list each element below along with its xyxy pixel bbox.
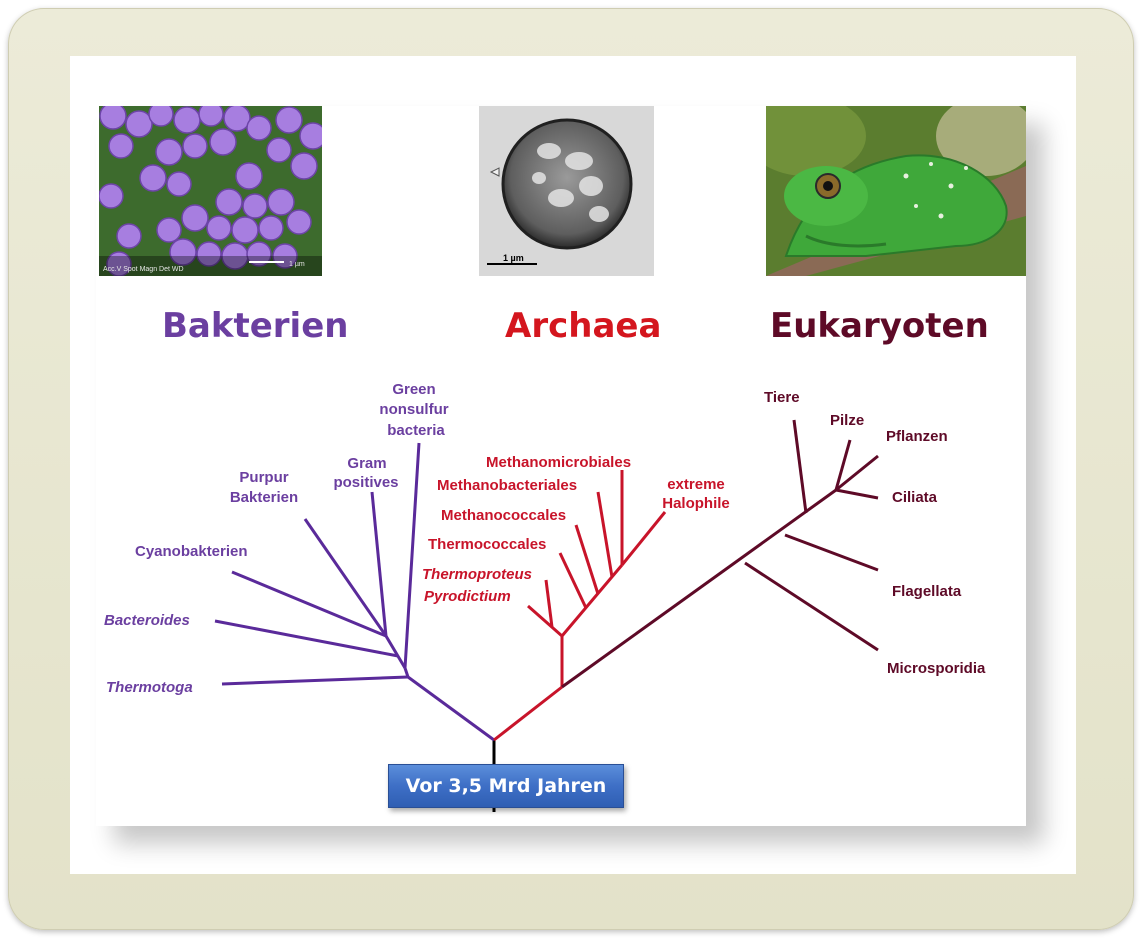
label-pilze: Pilze	[830, 412, 864, 429]
branch-flagellata	[784, 533, 879, 572]
domain-title-bacteria: Bakterien	[162, 306, 349, 346]
branch-green-nonsulfur	[403, 442, 421, 669]
branch-tiere	[792, 419, 808, 514]
branch-pyrodictium	[527, 604, 563, 638]
branch-pilze	[834, 439, 852, 491]
bacteria-scalebar: 1 µm	[289, 261, 305, 268]
branch-archaea-trunk	[493, 685, 563, 742]
label-pflanzen: Pflanzen	[886, 428, 948, 445]
bacteria-caption: Acc.V Spot Magn Det WD	[103, 266, 184, 273]
label-cyanobakterien: Cyanobakterien	[135, 543, 248, 560]
branch-bacteroides	[214, 619, 399, 658]
branch-thermoproteus	[544, 579, 554, 628]
domain-title-archaea: Archaea	[505, 306, 662, 346]
branch-ciliata	[835, 488, 879, 500]
label-purpur-1: Purpur	[239, 469, 288, 486]
branch-cyanobakterien	[231, 570, 387, 638]
label-methanococcales: Methanococcales	[441, 507, 566, 524]
label-methanobacteriales: Methanobacteriales	[437, 477, 577, 494]
branch-purpur	[303, 518, 388, 637]
archaea-scalebar: 1 µm	[503, 253, 524, 263]
branch-bacteria-trunk	[407, 675, 495, 742]
label-bacteroides: Bacteroides	[104, 612, 190, 629]
eukaryote-branches	[561, 419, 879, 689]
label-thermoproteus: Thermoproteus	[422, 566, 532, 583]
bacteria-micrograph-image: Acc.V Spot Magn Det WD 1 µm	[99, 106, 322, 276]
label-flagellata: Flagellata	[892, 583, 962, 600]
label-purpur-2: Bakterien	[230, 489, 298, 506]
archaea-micrograph-image: 1 µm	[479, 106, 654, 276]
label-thermococcales: Thermococcales	[428, 536, 546, 553]
label-green-nonsulfur-1: Green	[392, 381, 435, 398]
label-gram-positive-1: Gram	[347, 455, 386, 472]
label-green-nonsulfur-2: nonsulfur	[379, 401, 448, 418]
label-halophile-2: Halophile	[662, 495, 730, 512]
branch-eukaryote-trunk	[561, 488, 837, 689]
label-methanomicrobiales: Methanomicrobiales	[486, 454, 631, 471]
branch-bacteria-node	[403, 667, 410, 678]
branch-microsporidia	[744, 561, 879, 652]
branch-thermotoga	[221, 675, 409, 686]
branch-halophile	[620, 511, 667, 566]
label-ciliata: Ciliata	[892, 489, 938, 506]
label-gram-positive-2: positives	[333, 474, 398, 491]
label-thermotoga: Thermotoga	[106, 679, 193, 696]
label-halophile-1: extreme	[667, 476, 725, 493]
label-tiere: Tiere	[764, 389, 800, 406]
branch-pflanzen	[835, 454, 879, 492]
domain-title-eukaryotes: Eukaryoten	[770, 306, 989, 346]
frog-photo-image	[766, 106, 1026, 276]
bacteria-branches	[214, 442, 495, 742]
branch-gram-positive	[370, 491, 388, 637]
branch-thermococcales	[558, 552, 588, 609]
branch-methanococcales	[574, 524, 600, 595]
branch-bacteria-inner	[384, 635, 407, 669]
time-label-box: Vor 3,5 Mrd Jahren	[388, 764, 624, 808]
archaea-branches	[493, 470, 667, 742]
label-pyrodictium: Pyrodictium	[424, 588, 511, 605]
branch-methanobacteriales	[596, 491, 614, 578]
label-green-nonsulfur-3: bacteria	[387, 422, 445, 439]
label-microsporidia: Microsporidia	[887, 660, 986, 677]
